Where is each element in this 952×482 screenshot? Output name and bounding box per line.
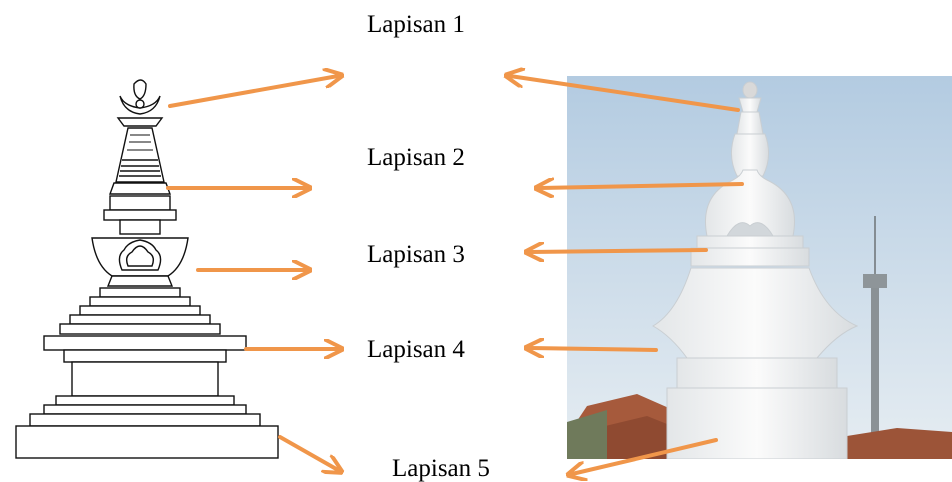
- stupa-line-drawing: [15, 79, 279, 459]
- layer-5-label: Lapisan 5: [392, 455, 490, 482]
- arrow-right-4: [530, 348, 658, 350]
- arrow-right-1: [510, 76, 740, 112]
- layer-3-label: Lapisan 3: [367, 241, 465, 268]
- arrow-left-1: [168, 76, 338, 108]
- arrow-left-5: [278, 435, 338, 470]
- arrow-right-5: [572, 438, 718, 474]
- layer-1-label: Lapisan 1: [367, 11, 465, 38]
- stupa-photo: [567, 76, 952, 459]
- arrow-right-3: [530, 250, 708, 252]
- white-stupa: [651, 81, 859, 459]
- layer-4-label: Lapisan 4: [367, 336, 465, 363]
- arrow-right-2: [540, 184, 744, 188]
- layer-2-label: Lapisan 2: [367, 144, 465, 171]
- tower-icon: [863, 216, 887, 458]
